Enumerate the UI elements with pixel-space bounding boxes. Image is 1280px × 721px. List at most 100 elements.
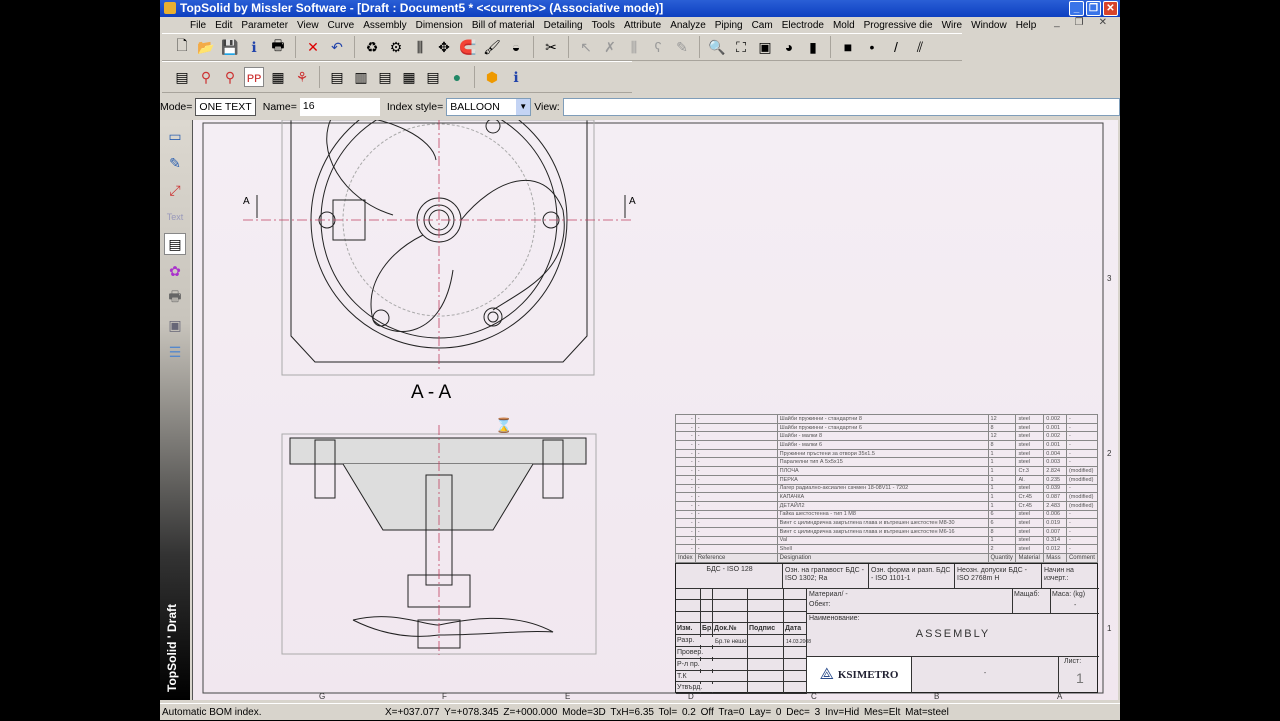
- info-icon[interactable]: ℹ: [513, 68, 519, 85]
- window-icon[interactable]: ▭: [168, 127, 182, 144]
- table-save-icon[interactable]: ▤: [378, 68, 392, 85]
- pencil-icon[interactable]: ✎: [169, 154, 181, 171]
- table-split-icon[interactable]: ▥: [354, 68, 368, 85]
- menu-parameter[interactable]: Parameter: [241, 19, 289, 31]
- text-icon[interactable]: Text: [166, 212, 184, 222]
- menu-electrode[interactable]: Electrode: [781, 19, 824, 31]
- bom-table-icon[interactable]: ▤: [175, 68, 189, 85]
- cut-icon[interactable]: ✂: [545, 38, 557, 55]
- brush-icon[interactable]: 🖌: [483, 38, 501, 55]
- line-style-icon[interactable]: /: [894, 39, 898, 55]
- mode-button[interactable]: ONE TEXT: [195, 97, 256, 116]
- maximize-button[interactable]: ❐: [1086, 1, 1101, 16]
- bom-row[interactable]: --Винт с цилиндрична закръглена глава и …: [675, 526, 1099, 537]
- printer-icon[interactable]: 🖶: [168, 288, 182, 304]
- print-icon[interactable]: 🖶: [271, 37, 285, 53]
- menu-piping[interactable]: Piping: [714, 19, 743, 31]
- table-mode-icon[interactable]: ▤: [164, 233, 186, 255]
- properties-icon[interactable]: ℹ: [251, 38, 257, 55]
- select-icon[interactable]: ↖: [580, 38, 592, 55]
- table-modify-icon[interactable]: ▦: [402, 68, 416, 85]
- zoom-fit-icon[interactable]: ⛶: [736, 38, 746, 55]
- table-insert-icon[interactable]: ▤: [426, 68, 440, 85]
- layers-icon[interactable]: ☰: [168, 343, 182, 360]
- pick-icon[interactable]: ✎: [676, 38, 688, 55]
- bom-edit-icon[interactable]: ▦: [271, 68, 285, 85]
- save-icon[interactable]: 💾: [221, 38, 239, 55]
- name-input[interactable]: 16: [299, 97, 380, 116]
- menu-attribute[interactable]: Attribute: [623, 19, 662, 31]
- shade-icon[interactable]: ◒: [511, 39, 521, 55]
- close-button[interactable]: ✕: [1103, 1, 1118, 16]
- zoom-icon[interactable]: 🔍: [708, 38, 726, 55]
- tool-icon[interactable]: ⚙: [389, 38, 403, 55]
- delete-icon[interactable]: ✕: [307, 38, 319, 55]
- auto-balloon-icon[interactable]: ᴘᴘ: [244, 67, 264, 87]
- menu-help[interactable]: Help: [1015, 19, 1037, 31]
- bom-row[interactable]: --Лагер радиално-аксиален сачмен 18-08V1…: [675, 483, 1099, 494]
- color-icon[interactable]: ■: [843, 39, 853, 55]
- menu-file[interactable]: File: [190, 19, 207, 31]
- columns-icon[interactable]: ⫼: [416, 38, 424, 55]
- magnet-icon[interactable]: 🧲: [459, 38, 477, 55]
- parts-icon[interactable]: ⬢: [485, 68, 499, 85]
- open-icon[interactable]: 📂: [197, 38, 215, 55]
- render-icon[interactable]: ◕: [784, 39, 794, 55]
- view-input[interactable]: [562, 97, 1120, 116]
- battery-icon[interactable]: ▮: [809, 38, 817, 55]
- dimension-icon[interactable]: ⤢: [169, 181, 181, 198]
- globe-icon[interactable]: ●: [452, 69, 462, 85]
- menu-wire[interactable]: Wire: [941, 19, 963, 31]
- bom-row[interactable]: --Винт с цилиндрична закръглена глава и …: [675, 518, 1099, 528]
- hook-icon[interactable]: ʕ: [654, 39, 662, 55]
- table-icon[interactable]: ▤: [330, 68, 344, 85]
- doc-close-icon[interactable]: ✕: [1098, 17, 1107, 28]
- menu-dimension[interactable]: Dimension: [415, 19, 463, 31]
- menu-edit[interactable]: Edit: [215, 19, 233, 31]
- menu-detailing[interactable]: Detailing: [543, 19, 583, 31]
- minimize-button[interactable]: _: [1069, 1, 1084, 16]
- palette-icon[interactable]: ✿: [169, 262, 181, 279]
- point-style-icon[interactable]: •: [869, 39, 875, 55]
- balloon-add-icon[interactable]: ⚲: [224, 68, 236, 85]
- menu-analyze[interactable]: Analyze: [670, 19, 706, 31]
- undo-icon[interactable]: ↶: [331, 38, 343, 55]
- filter-icon[interactable]: ⫼: [630, 38, 638, 55]
- line-type-icon[interactable]: ⫽: [916, 38, 924, 55]
- doc-minimize-icon[interactable]: _: [1054, 17, 1060, 28]
- deselect-icon[interactable]: ✗: [604, 38, 616, 55]
- menu-view[interactable]: View: [297, 19, 319, 31]
- index-style-select[interactable]: BALLOON▼: [446, 97, 532, 116]
- menu-tools[interactable]: Tools: [591, 19, 615, 31]
- refresh-icon[interactable]: ♻: [365, 38, 379, 55]
- menu-mold[interactable]: Mold: [832, 19, 855, 31]
- menu-bill-of-material[interactable]: Bill of material: [471, 19, 535, 31]
- menu-curve[interactable]: Curve: [327, 19, 355, 31]
- menu-cam[interactable]: Cam: [751, 19, 773, 31]
- balloon-align-icon[interactable]: ⚘: [295, 68, 309, 85]
- menu-assembly[interactable]: Assembly: [363, 19, 407, 31]
- menu-progressive-die[interactable]: Progressive die: [863, 19, 933, 31]
- new-icon[interactable]: 🗋: [176, 37, 188, 53]
- machine-icon[interactable]: ▣: [168, 316, 182, 333]
- view-icon[interactable]: ▣: [758, 38, 772, 55]
- doc-restore-icon[interactable]: ❐: [1074, 17, 1084, 28]
- menu-window[interactable]: Window: [971, 19, 1007, 31]
- move-icon[interactable]: ✥: [438, 38, 450, 55]
- balloon-icon[interactable]: ⚲: [200, 68, 212, 85]
